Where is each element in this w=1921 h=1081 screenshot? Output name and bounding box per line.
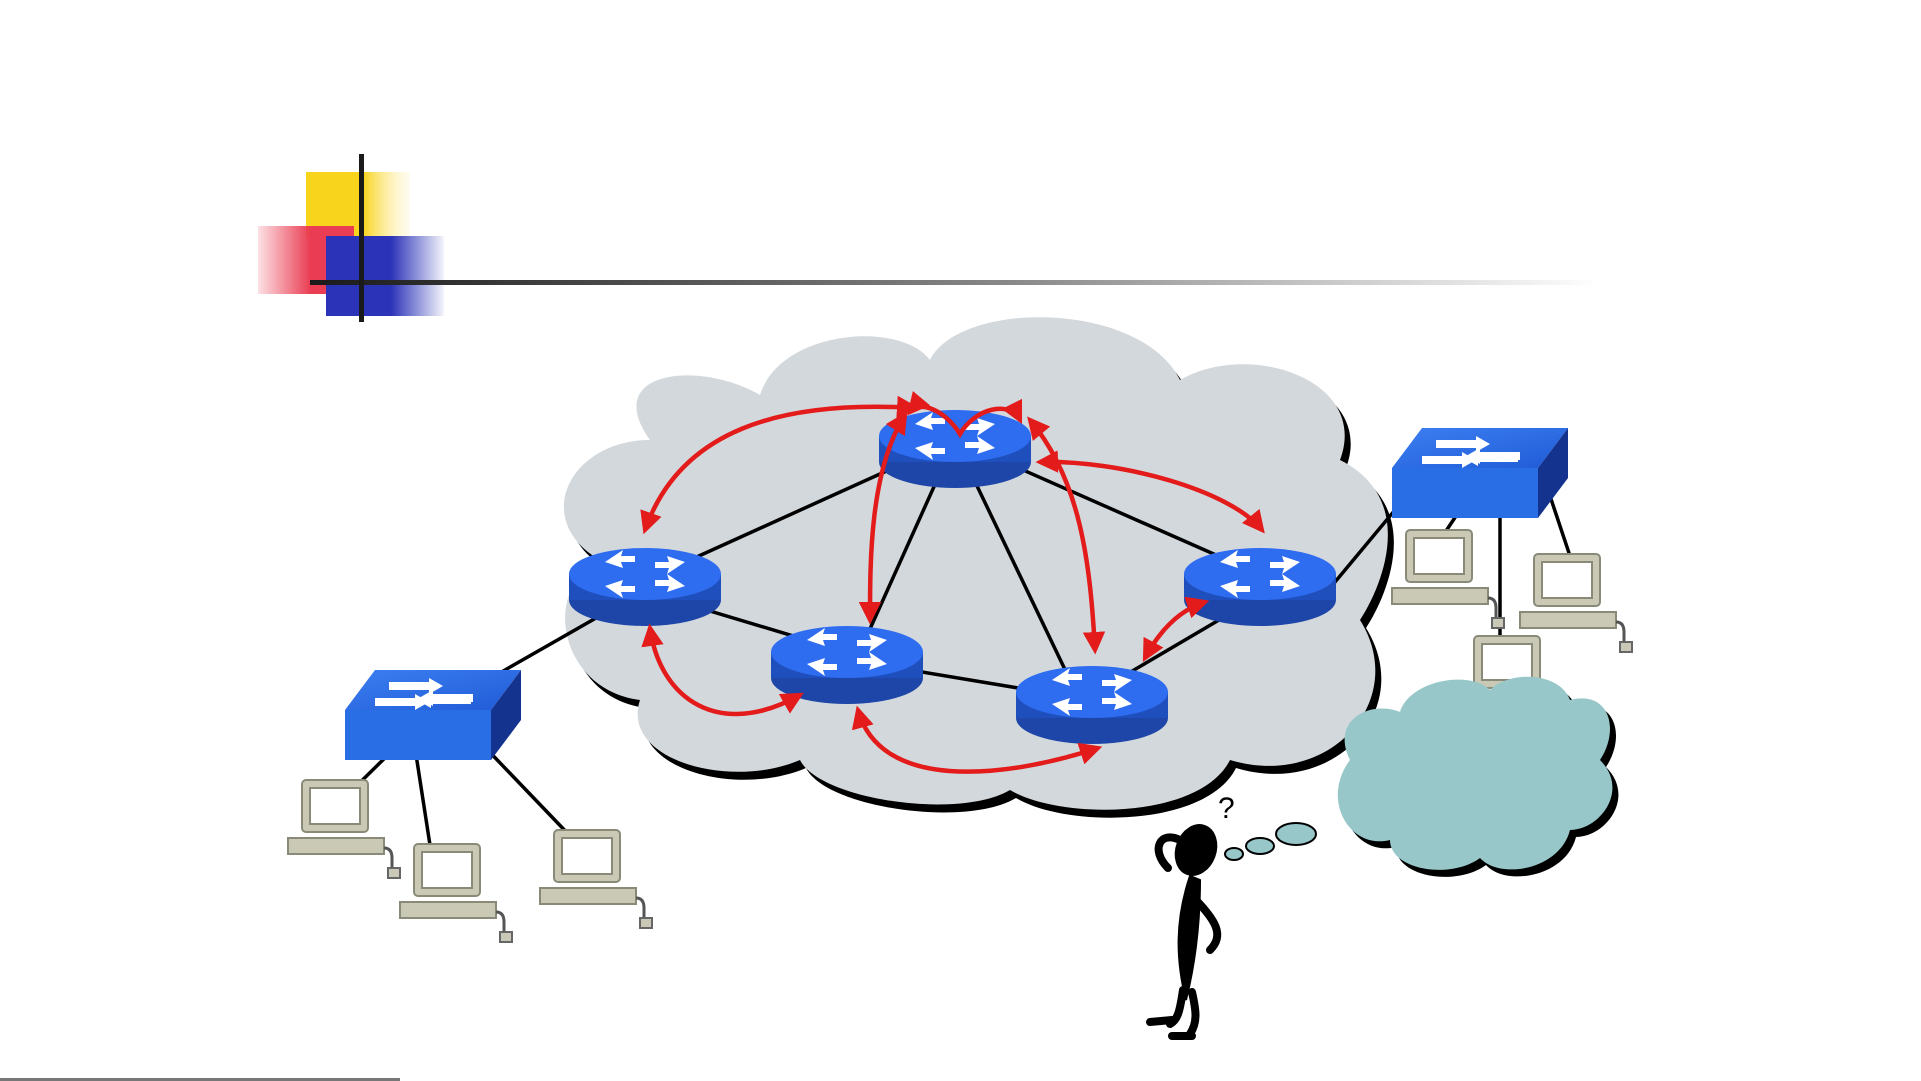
- router-icon: [569, 548, 721, 626]
- computer-icon: [540, 830, 652, 928]
- vertical-rule: [359, 154, 364, 322]
- switch-icon: [345, 670, 521, 760]
- computer-icon: [1392, 530, 1504, 628]
- link-swl-pc3: [480, 742, 574, 840]
- switch-icon: [1392, 428, 1568, 518]
- computer-icon: [400, 844, 512, 942]
- computer-icon: [288, 780, 400, 878]
- router-icon: [771, 626, 923, 704]
- blue-square: [326, 236, 444, 316]
- title-rule: [310, 280, 1600, 285]
- link-swl-pc2: [415, 748, 432, 858]
- title-decoration: [258, 154, 1600, 322]
- router-icon: [1184, 548, 1336, 626]
- question-mark: ?: [1218, 792, 1235, 825]
- thinking-person-icon: ?: [1150, 792, 1235, 1036]
- router-icon: [1016, 666, 1168, 744]
